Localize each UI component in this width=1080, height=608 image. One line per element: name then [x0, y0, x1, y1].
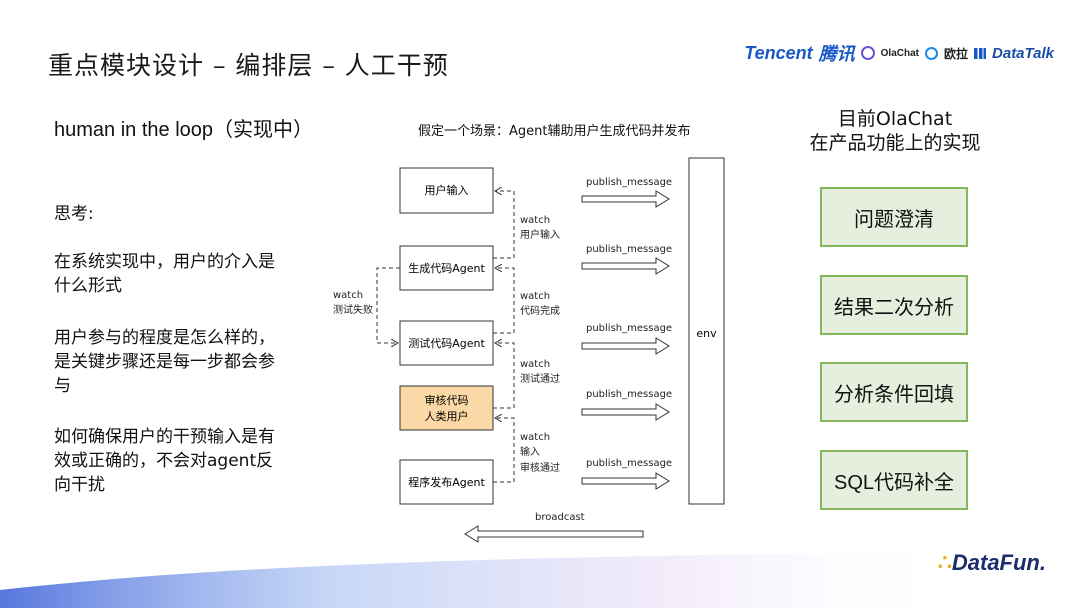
question-1-line-1: 在系统实现中，用户的介入是 [54, 252, 275, 272]
subtitle: human in the loop（实现中） [54, 119, 314, 141]
ou-logo: 欧拉 [944, 46, 969, 61]
watch-labels: watch 用户输入 watch 代码完成 watch 测试通过 watch 输… [333, 215, 560, 474]
question-3-line-3: 向干扰 [54, 475, 105, 495]
publish-labels: publish_message publish_message publish_… [586, 177, 672, 469]
node-user-input: 用户输入 [399, 167, 494, 214]
watch-label-3a: watch [520, 359, 550, 370]
question-2-line-1: 用户参与的程度是怎么样的， [54, 328, 275, 348]
watch-connector-1 [493, 191, 515, 259]
node-publish-agent: 程序发布Agent [399, 459, 494, 505]
bottom-wave-decoration [0, 552, 960, 608]
watch-label-1b: 用户输入 [520, 228, 560, 241]
node-review-label-1: 审核代码 [425, 393, 469, 407]
feature-sql-completion: SQL代码补全 [820, 450, 968, 510]
node-review-human: 审核代码 人类用户 [399, 385, 494, 431]
watch-label-3b: 测试通过 [520, 372, 560, 385]
datafun-logo: ∴DataFun. [938, 550, 1046, 576]
node-gen-agent: 生成代码Agent [399, 245, 494, 291]
watch-label-fail-b: 测试失败 [333, 303, 373, 316]
feature-question-clarify: 问题澄清 [820, 187, 968, 247]
node-publish-agent-label: 程序发布Agent [408, 475, 485, 489]
watch-label-4c: 审核通过 [520, 461, 560, 474]
datafun-dots-icon: ∴ [937, 550, 952, 575]
question-1-line-2: 什么形式 [54, 276, 122, 296]
datafun-logo-text: DataFun. [951, 550, 1046, 575]
node-gen-agent-label: 生成代码Agent [408, 261, 485, 275]
broadcast-label: broadcast [535, 512, 585, 523]
watch-connectors [376, 191, 515, 483]
tencent-cn-logo: 腾讯 [818, 44, 855, 64]
watch-connector-3 [493, 343, 515, 409]
node-env-label: env [696, 327, 717, 340]
publish-label-1: publish_message [586, 177, 672, 188]
tencent-logo: Tencent [744, 42, 813, 63]
feature-result-analysis: 结果二次分析 [820, 275, 968, 335]
publish-arrow-1 [581, 190, 670, 208]
publish-label-3: publish_message [586, 323, 672, 334]
right-title-line-2: 在产品功能上的实现 [809, 132, 981, 154]
node-test-agent: 测试代码Agent [399, 320, 494, 366]
right-title: 目前OlaChat 在产品功能上的实现 [800, 107, 990, 155]
publish-arrows [581, 190, 670, 490]
node-env: env [688, 157, 725, 505]
watch-label-2b: 代码完成 [520, 304, 560, 317]
olachat-logo: OlaChat [880, 47, 919, 59]
watch-label-4b: 输入 [520, 445, 540, 458]
datatalk-icon [974, 47, 987, 59]
publish-arrow-5 [581, 472, 670, 490]
publish-label-4: publish_message [586, 389, 672, 400]
datatalk-logo: DataTalk [992, 44, 1054, 62]
question-3: 如何确保用户的干预输入是有 效或正确的，不会对agent反 向干扰 [54, 425, 275, 497]
watch-label-1a: watch [520, 215, 550, 226]
watch-label-fail-a: watch [333, 290, 363, 301]
publish-arrow-3 [581, 337, 670, 355]
node-review-label-2: 人类用户 [425, 409, 469, 423]
page-title: 重点模块设计 – 编排层 – 人工干预 [48, 51, 449, 80]
question-3-line-2: 效或正确的，不会对agent反 [54, 451, 274, 471]
feature-condition-backfill: 分析条件回填 [820, 362, 968, 422]
broadcast-arrow [464, 525, 644, 543]
publish-label-2: publish_message [586, 244, 672, 255]
watch-label-4a: watch [520, 432, 550, 443]
question-3-line-1: 如何确保用户的干预输入是有 [54, 427, 275, 447]
thinking-heading: 思考: [54, 204, 94, 224]
node-user-input-label: 用户输入 [425, 183, 469, 197]
publish-arrow-4 [581, 403, 670, 421]
node-test-agent-label: 测试代码Agent [408, 337, 485, 350]
watch-label-2a: watch [520, 291, 550, 302]
question-2-line-2: 是关键步骤还是每一步都会参 [54, 352, 275, 372]
ou-icon [925, 46, 938, 60]
right-title-line-1: 目前OlaChat [837, 108, 953, 130]
question-2: 用户参与的程度是怎么样的， 是关键步骤还是每一步都会参 与 [54, 326, 275, 398]
publish-arrow-2 [581, 257, 670, 275]
logo-bar: Tencent 腾讯 OlaChat 欧拉 DataTalk [744, 40, 1054, 66]
watch-connector-fail [376, 267, 400, 343]
watch-connector-2 [493, 268, 515, 334]
olachat-icon [860, 46, 875, 60]
watch-connector-4 [493, 418, 515, 483]
publish-label-5: publish_message [586, 458, 672, 469]
question-2-line-3: 与 [54, 376, 71, 396]
scenario-caption: 假定一个场景：Agent辅助用户生成代码并发布 [418, 124, 691, 139]
question-1: 在系统实现中，用户的介入是 什么形式 [54, 250, 275, 298]
